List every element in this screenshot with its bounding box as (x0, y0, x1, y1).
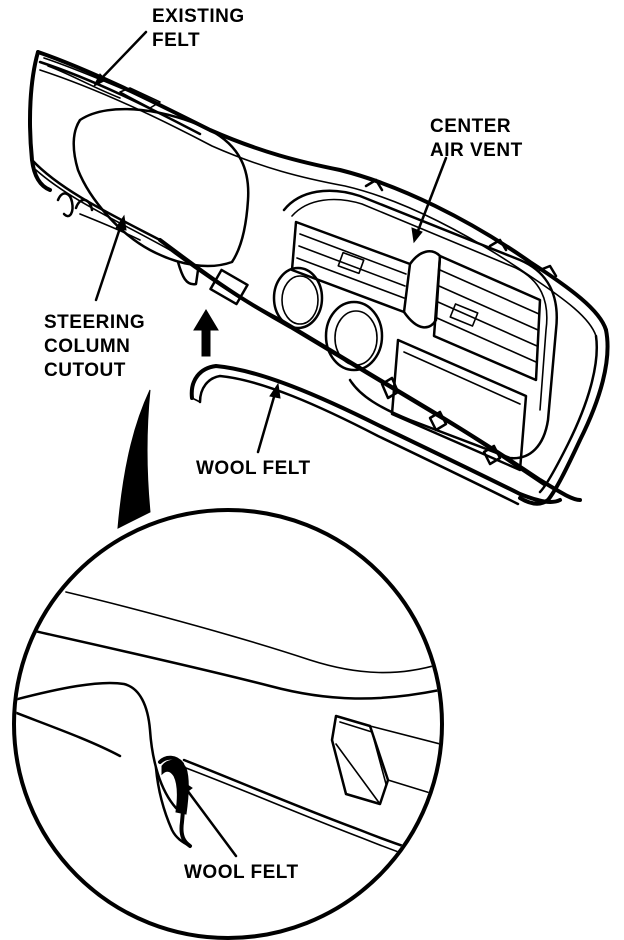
instrument-hood (72, 107, 250, 268)
dash-right-end (518, 328, 610, 506)
label-wool-felt-main: WOOL FELT (196, 458, 311, 479)
small-switch-recess (209, 268, 249, 306)
detail-circle (12, 508, 444, 940)
gauge-left (272, 266, 324, 330)
detail-callout-wedge (117, 389, 151, 529)
label-existing-felt: EXISTING FELT (152, 6, 250, 51)
dash-left-end (28, 50, 52, 192)
install-direction-arrow (193, 309, 219, 357)
label-wool-felt-detail: WOOL FELT (184, 862, 299, 883)
label-steering-column-cutout: STEERING COLUMN CUTOUT (44, 312, 151, 381)
steering-column-cutout (56, 192, 74, 218)
dash-top-inner-edge (39, 69, 597, 337)
left-air-vent (290, 220, 412, 314)
gauge-right (324, 300, 384, 372)
existing-felt-strip (38, 60, 202, 136)
lower-console-panel (390, 338, 528, 472)
label-center-air-vent: CENTER AIR VENT (430, 116, 523, 161)
dash-lower-edge (158, 238, 582, 502)
right-air-vent (432, 254, 542, 382)
detail-magnified-view (12, 389, 444, 940)
leader-lines (92, 30, 448, 858)
dashboard-drawing (28, 50, 610, 506)
detail-wool-felt (161, 759, 189, 815)
wool-felt-strip (189, 364, 562, 506)
